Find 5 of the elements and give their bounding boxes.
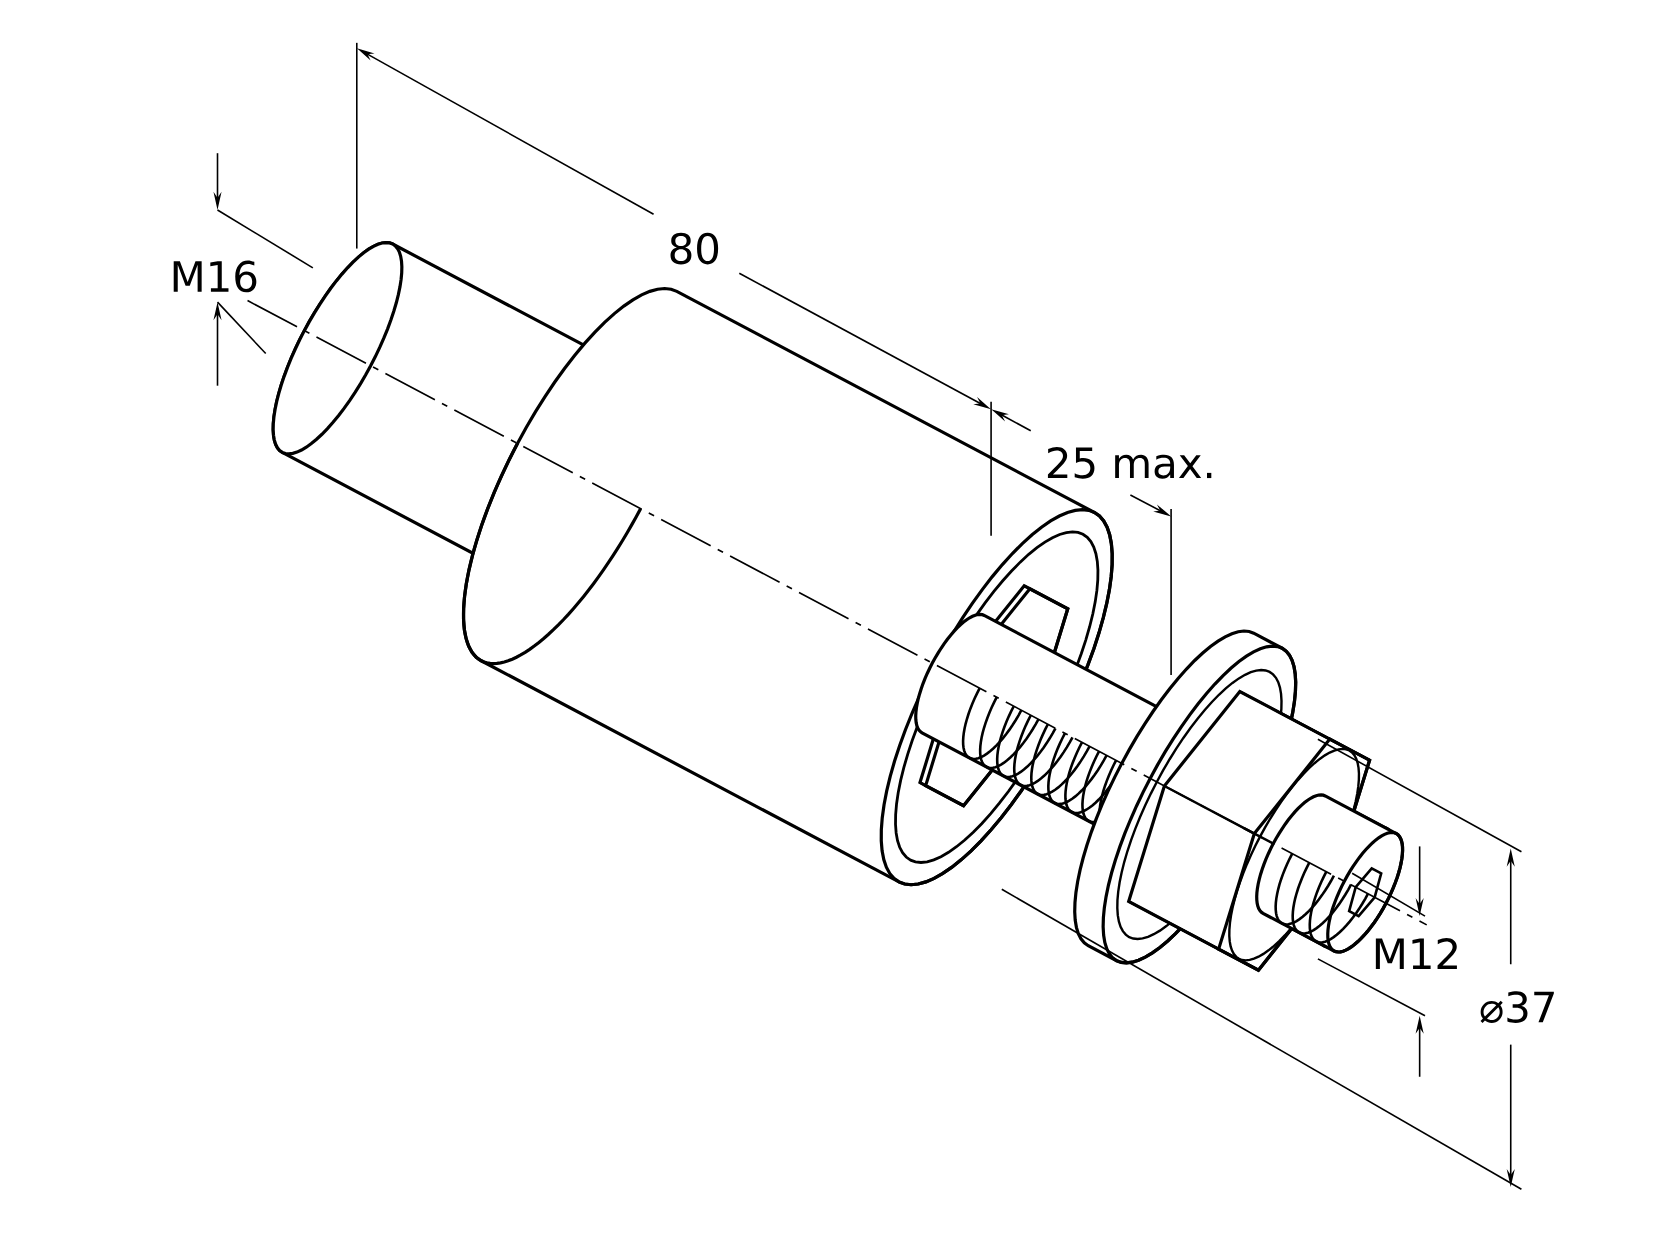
dimension-label: M12 — [1375, 938, 1457, 970]
dimension-label: 80 — [670, 232, 719, 265]
dimension-label: M16 — [173, 260, 257, 293]
dimension-label: ⌀37 — [1480, 991, 1554, 1024]
dimension-label: 25 max. — [1047, 447, 1212, 479]
